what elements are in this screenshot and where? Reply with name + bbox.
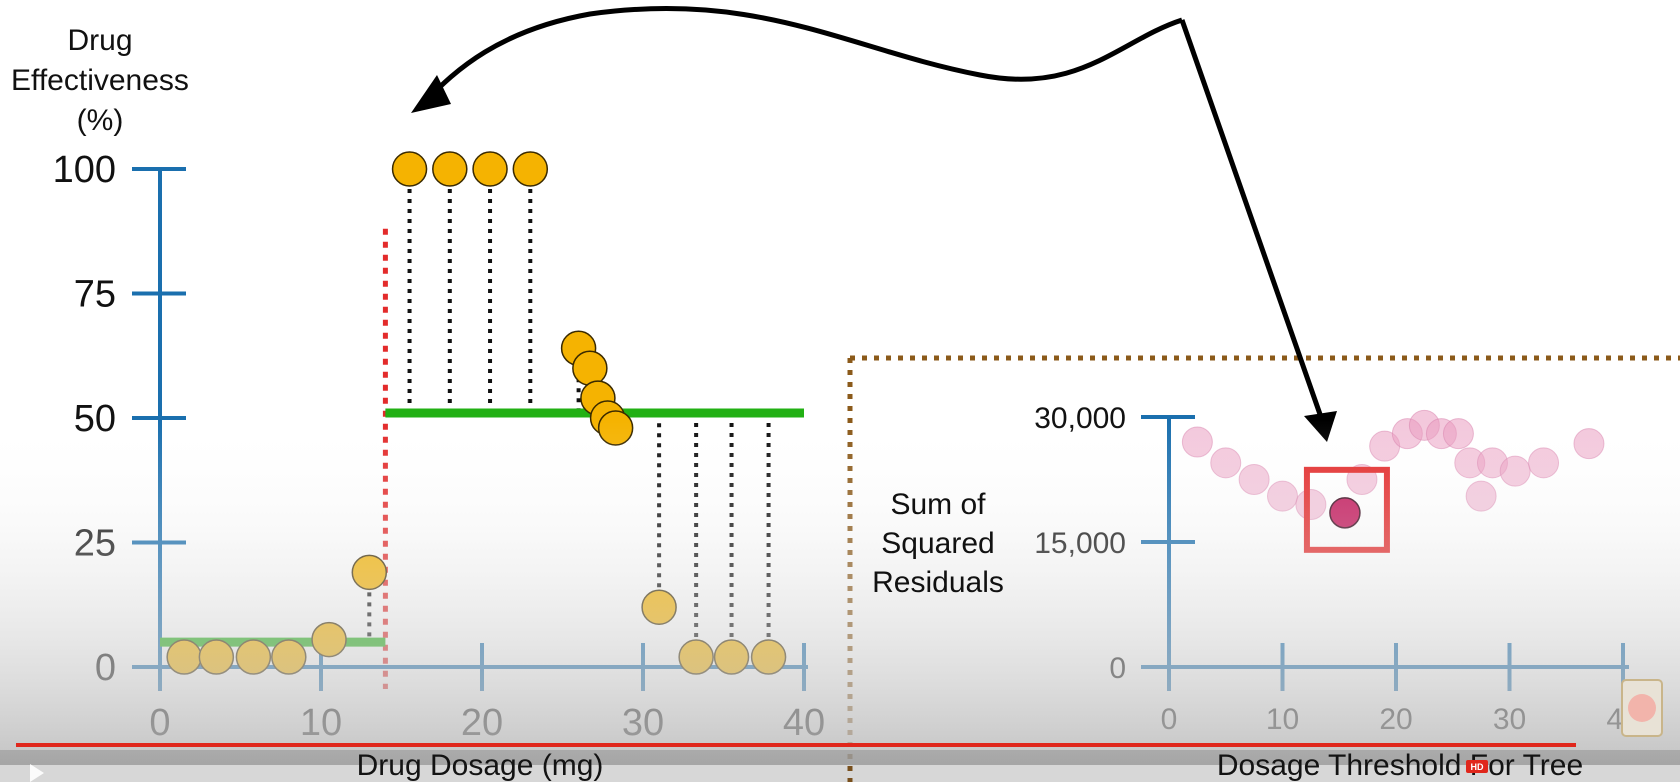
hd-badge (1466, 760, 1488, 773)
curved-arrow-head (411, 75, 451, 113)
data-point (472, 151, 508, 187)
channel-logo-mark (1628, 694, 1656, 722)
y-tick-label-100: 100 (53, 149, 116, 191)
straight-arrow-shaft (1179, 19, 1325, 421)
right-y-axis-title-line-3: Residuals (872, 566, 1004, 599)
right-y-axis-title-line-1: Sum of (890, 488, 986, 521)
left-y-axis-title-line-1: Drug (67, 24, 132, 57)
data-point (391, 151, 428, 187)
video-player-overlay: HD (0, 679, 1680, 782)
left-y-axis-title-line-2: Effectiveness (11, 64, 189, 97)
right-x-axis-title: Dosage Threshold For Tree (1217, 749, 1583, 782)
play-icon (30, 764, 44, 782)
left-x-axis-title: Drug Dosage (mg) (357, 749, 604, 782)
left-y-axis-title-line-3: (%) (77, 104, 124, 137)
data-point (432, 151, 468, 187)
curved-arrow-shaft (423, 6, 1183, 104)
controls-shade (0, 750, 1680, 782)
video-bottom-shade (0, 420, 1680, 765)
right-y-axis-title-line-2: Squared (881, 527, 994, 560)
data-point (572, 350, 608, 386)
data-point (512, 151, 549, 187)
progress-bar (16, 743, 1576, 747)
y-tick-label-75: 75 (74, 274, 116, 316)
annotation-arrow (411, 6, 1337, 442)
hd-badge-label: HD (1471, 762, 1484, 772)
